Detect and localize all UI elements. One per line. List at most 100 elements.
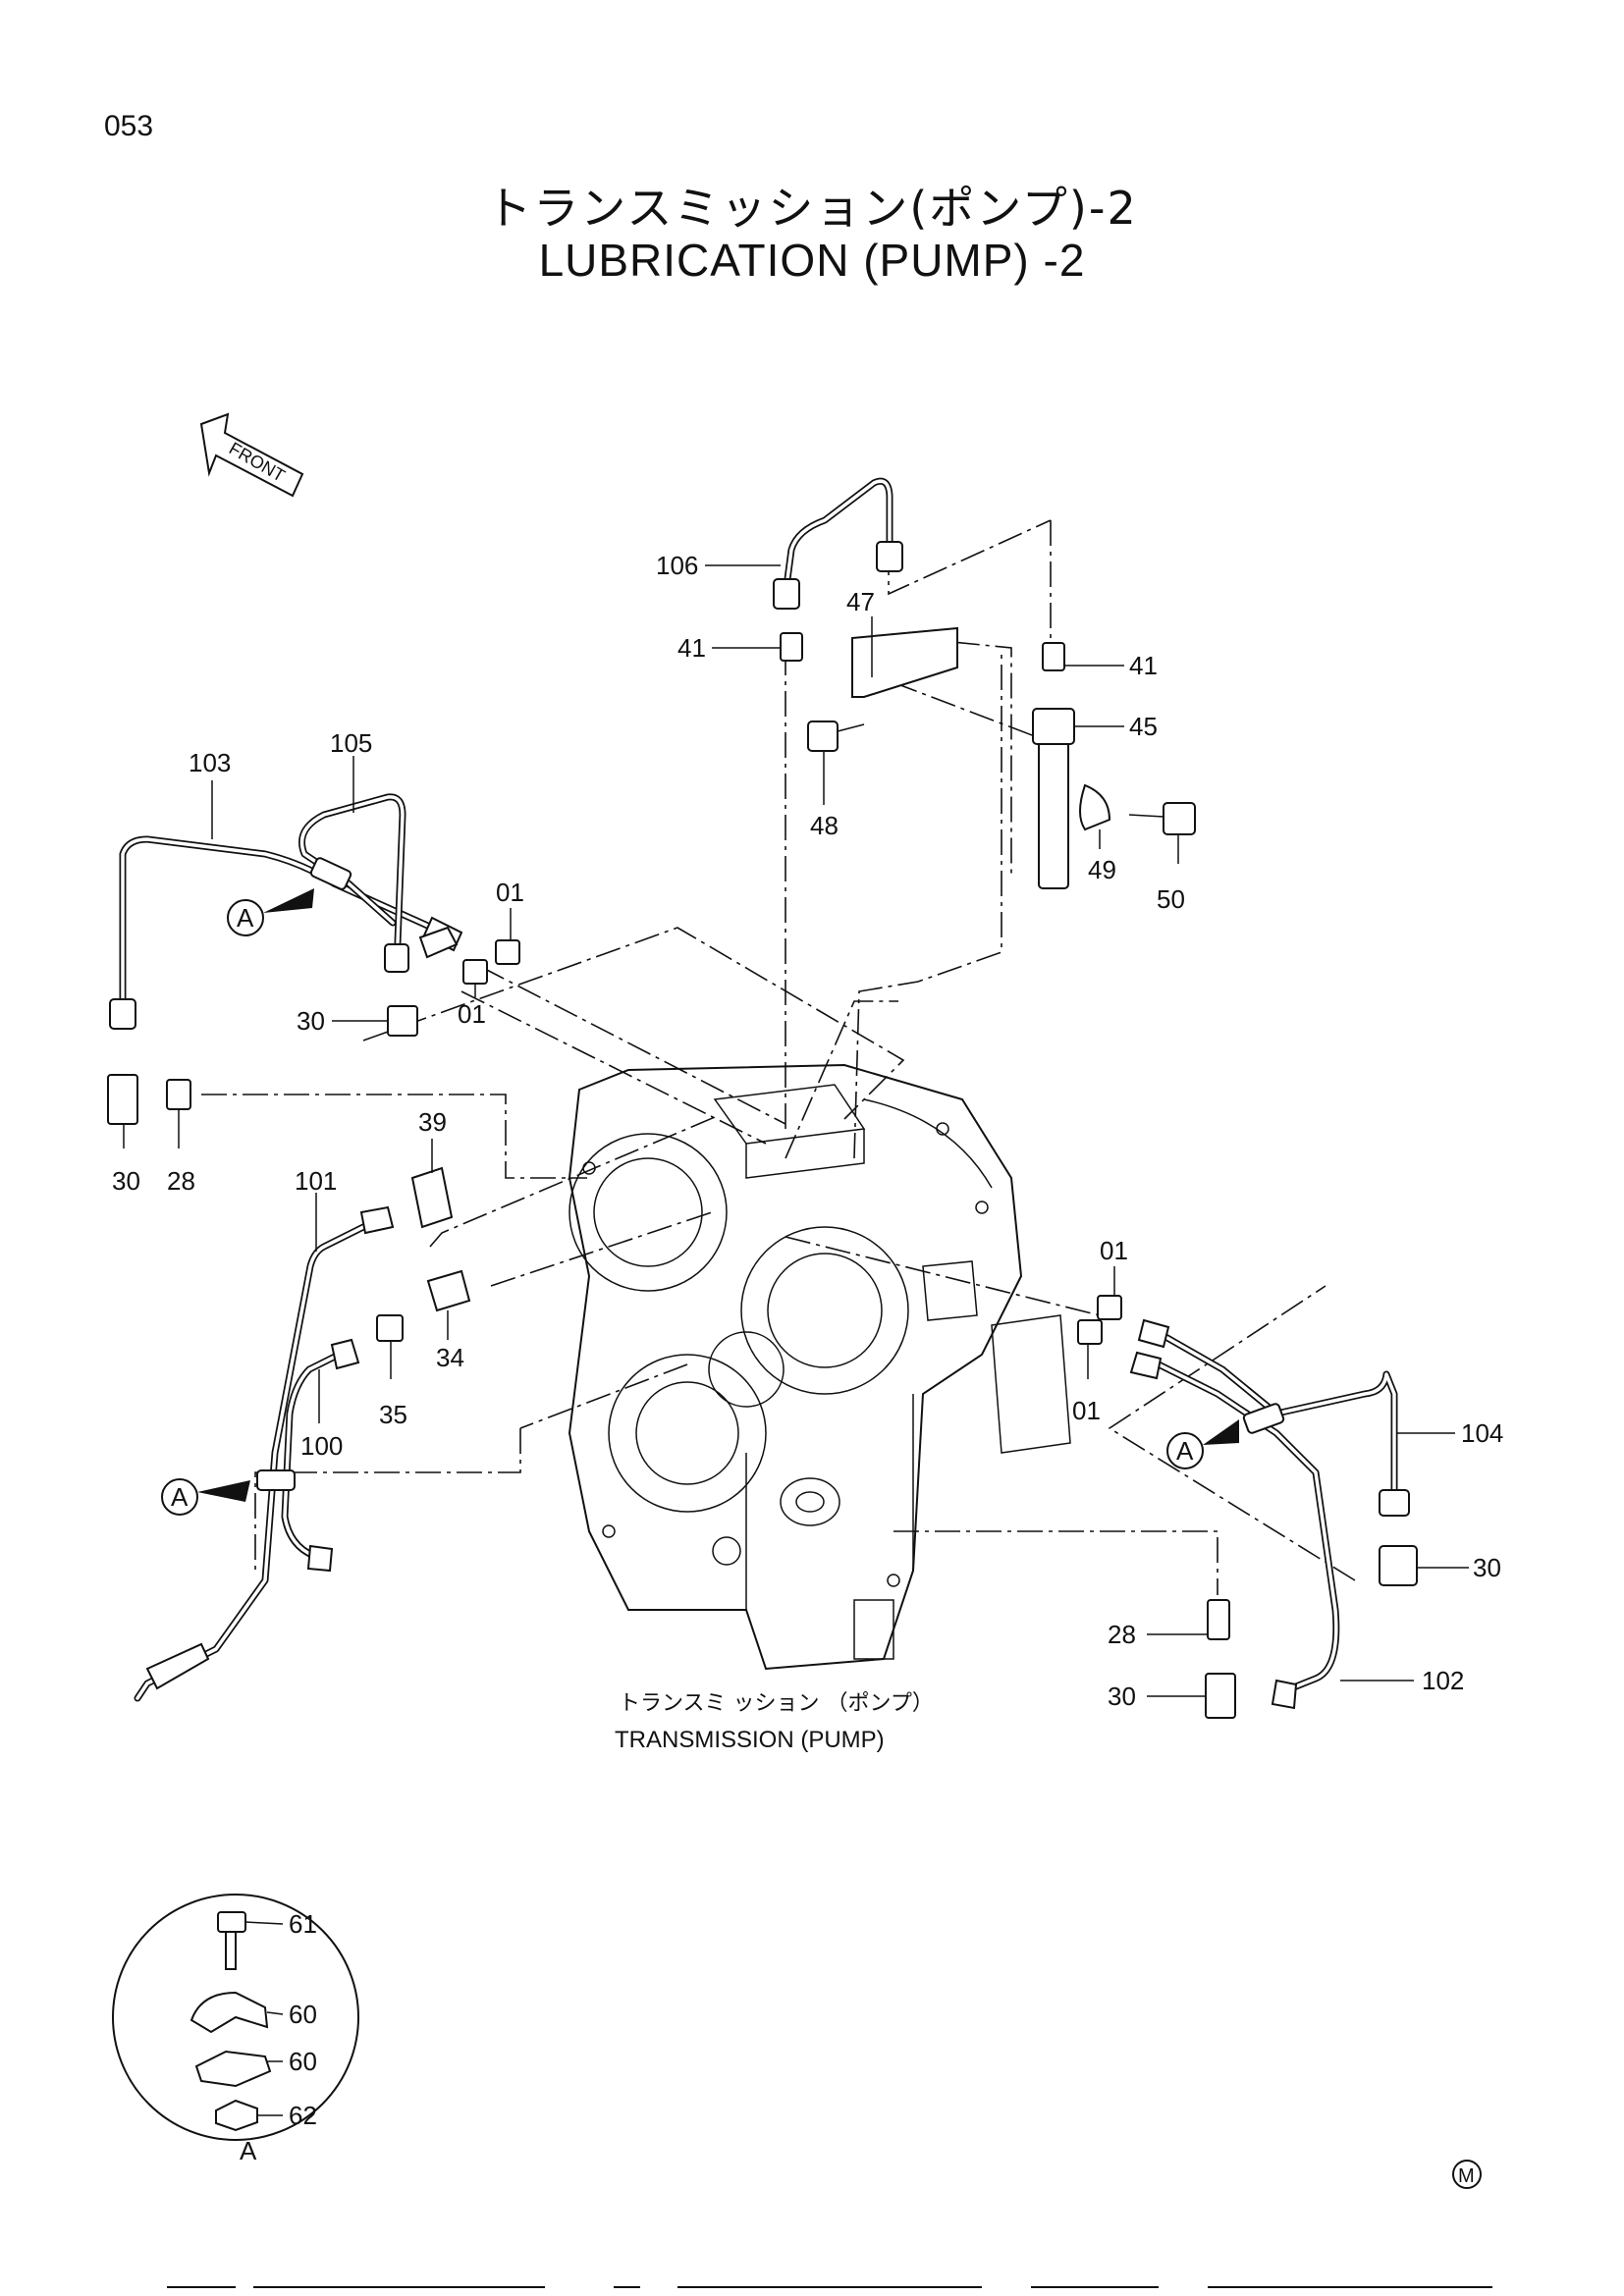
callout-number: 30: [1473, 1553, 1501, 1582]
callout-number: 34: [436, 1343, 464, 1372]
callout-60a: 60: [289, 2000, 317, 2029]
callout-60b: 60: [289, 2047, 317, 2076]
callout-100: 100: [300, 1369, 343, 1461]
callout-number: 01: [458, 999, 486, 1029]
fitting-34: [426, 1269, 471, 1312]
fitting-01b: [462, 959, 488, 985]
fitting-01c: [1097, 1295, 1122, 1320]
title-english: LUBRICATION (PUMP) -2: [538, 235, 1086, 286]
detail-a: 61 60 60 62 A: [112, 1894, 359, 2165]
callout-number: 48: [810, 811, 839, 840]
caption-japanese: トランスミ ッション （ポンプ）: [619, 1691, 934, 1716]
callout-39: 39: [418, 1107, 447, 1173]
callout-45: 45: [1074, 712, 1158, 741]
view-marker-a3: A: [1166, 1419, 1239, 1469]
callout-number: 39: [418, 1107, 447, 1137]
fitting-41b: [1042, 642, 1065, 671]
callout-62: 62: [289, 2101, 317, 2130]
callout-30a: 30: [297, 1006, 388, 1036]
callout-number: 106: [656, 551, 698, 580]
callout-number: 100: [300, 1431, 343, 1461]
callout-number: 01: [496, 878, 524, 907]
callout-28a: 28: [167, 1109, 195, 1196]
callout-102: 102: [1340, 1666, 1464, 1695]
callout-number: A: [237, 903, 254, 933]
callout-number: 01: [1100, 1236, 1128, 1265]
view-marker-a2: A: [161, 1478, 250, 1516]
callout-30c: 30: [1417, 1553, 1501, 1582]
callout-number: 30: [297, 1006, 325, 1036]
callout-number: A: [171, 1482, 189, 1512]
callout-103: 103: [189, 748, 231, 839]
callout-number: 45: [1129, 712, 1158, 741]
callout-105: 105: [330, 728, 372, 813]
callout-47: 47: [846, 587, 875, 677]
callout-number: 49: [1088, 855, 1116, 884]
callout-41b: 41: [1064, 651, 1158, 680]
callout-35: 35: [379, 1341, 407, 1429]
assembly-leaders: [201, 519, 1356, 1595]
pipe-105: [298, 793, 459, 973]
pipe-103: [109, 835, 463, 1030]
tee-30b: [107, 1074, 138, 1125]
callout-34: 34: [436, 1310, 464, 1372]
page-number: 053: [104, 110, 154, 142]
elbow-39: [410, 1166, 454, 1229]
callout-01a: 01: [496, 878, 524, 940]
callout-106: 106: [656, 551, 781, 580]
callout-01c: 01: [1100, 1236, 1128, 1296]
fittings: [107, 626, 1418, 1719]
bolt-48: [807, 721, 839, 752]
callout-number: 101: [295, 1166, 337, 1196]
callout-48: 48: [810, 751, 839, 840]
callout-30b: 30: [112, 1124, 140, 1196]
fitting-28b: [1207, 1599, 1230, 1640]
callout-49: 49: [1088, 829, 1116, 884]
callout-number: 105: [330, 728, 372, 758]
tee-30c: [1379, 1545, 1418, 1586]
callout-number: 102: [1422, 1666, 1464, 1695]
fitting-41a: [780, 632, 803, 662]
callout-number: M: [1458, 2165, 1475, 2187]
circled-m-icon: M: [1452, 2160, 1482, 2189]
callout-number: 30: [1108, 1682, 1136, 1711]
tee-30a: [387, 1005, 418, 1037]
caption-english: TRANSMISSION (PUMP): [615, 1727, 885, 1753]
tee-30d: [1205, 1673, 1236, 1719]
callout-101: 101: [295, 1166, 337, 1252]
callout-number: 28: [1108, 1620, 1136, 1649]
transmission-housing: [568, 1063, 1071, 1671]
title-japanese: トランスミッション(ポンプ)-2: [486, 182, 1138, 235]
callout-number: 30: [112, 1166, 140, 1196]
callout-number: 01: [1072, 1396, 1101, 1425]
callout-number: 28: [167, 1166, 195, 1196]
callout-number: 41: [677, 633, 706, 663]
view-marker-a1: A: [227, 888, 314, 936]
callout-50: 50: [1157, 834, 1185, 914]
callout-number: 41: [1129, 651, 1158, 680]
fitting-01a: [495, 939, 520, 965]
callout-number: 104: [1461, 1418, 1503, 1448]
callout-61: 61: [289, 1909, 317, 1939]
bracket-47: [851, 626, 958, 698]
callout-28b: 28: [1108, 1620, 1208, 1649]
fitting-01d: [1077, 1319, 1103, 1345]
fitting-28a: [166, 1079, 191, 1110]
callout-01b: 01: [458, 984, 486, 1029]
clip-49: [1079, 783, 1111, 831]
callout-number: 50: [1157, 884, 1185, 914]
pipe-104: [1129, 1318, 1410, 1710]
callout-30d: 30: [1108, 1682, 1206, 1711]
callout-number: A: [1176, 1436, 1194, 1466]
callout-number: 35: [379, 1400, 407, 1429]
callout-number: 47: [846, 587, 875, 616]
bolt-50: [1163, 802, 1196, 835]
callout-number: 103: [189, 748, 231, 777]
pipe-101-100: [134, 1205, 395, 1702]
callout-104: 104: [1396, 1418, 1503, 1448]
callout-01d: 01: [1072, 1344, 1101, 1425]
fitting-35: [376, 1314, 404, 1342]
detail-a-label: A: [240, 2136, 257, 2165]
pipe-106: [773, 477, 903, 610]
